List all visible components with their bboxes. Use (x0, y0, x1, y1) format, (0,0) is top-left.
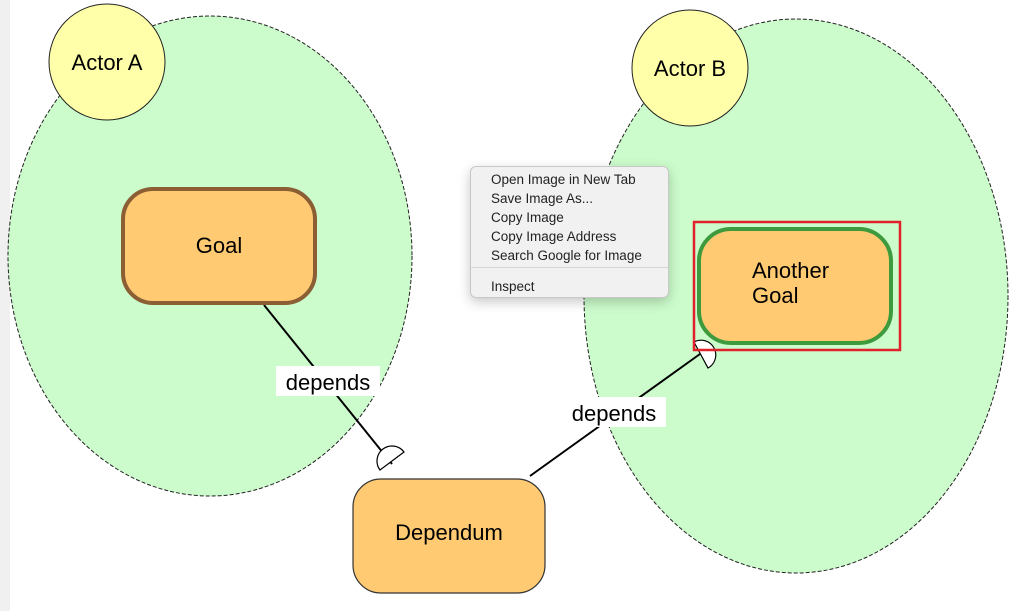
menu-item-copy-image-address[interactable]: Copy Image Address (491, 229, 617, 244)
page-left-edge (0, 0, 10, 611)
link-label-2: depends (562, 397, 666, 427)
link-label-1-text: depends (286, 370, 370, 395)
menu-item-save-image-as[interactable]: Save Image As... (491, 191, 594, 206)
another-goal-node[interactable]: Another Goal (692, 220, 902, 352)
goal-node-shape (121, 187, 317, 305)
actor-b-circle (631, 9, 749, 127)
menu-separator (471, 267, 668, 268)
menu-item-open-image-new-tab[interactable]: Open Image in New Tab (491, 172, 636, 187)
another-goal-label-line-1: Another (752, 258, 829, 283)
actor-a-label: Actor A (72, 50, 143, 75)
actor-b[interactable]: Actor B (631, 9, 749, 127)
menu-item-search-google-for-image[interactable]: Search Google for Image (491, 248, 642, 263)
menu-item-inspect[interactable]: Inspect (491, 279, 535, 294)
goal-node[interactable]: Goal (121, 187, 317, 305)
goal-node-label: Goal (196, 233, 242, 258)
selection-box (692, 220, 902, 352)
another-goal-node-shape (697, 227, 893, 345)
context-menu: Open Image in New Tab Save Image As... C… (470, 166, 669, 298)
actor-b-label: Actor B (654, 56, 726, 81)
dependum-node-shape (352, 478, 546, 594)
link-label-1: depends (276, 366, 380, 396)
another-goal-label-line-2: Goal (752, 283, 798, 308)
actor-a-circle (48, 3, 166, 121)
another-goal-node-label: Another Goal (752, 258, 835, 308)
dependency-marker-icon (376, 445, 405, 471)
dependum-node[interactable]: Dependum (352, 478, 546, 594)
dependum-node-label: Dependum (395, 520, 503, 545)
menu-item-copy-image[interactable]: Copy Image (491, 210, 564, 225)
actor-a[interactable]: Actor A (48, 3, 166, 121)
link-label-2-text: depends (572, 401, 656, 426)
